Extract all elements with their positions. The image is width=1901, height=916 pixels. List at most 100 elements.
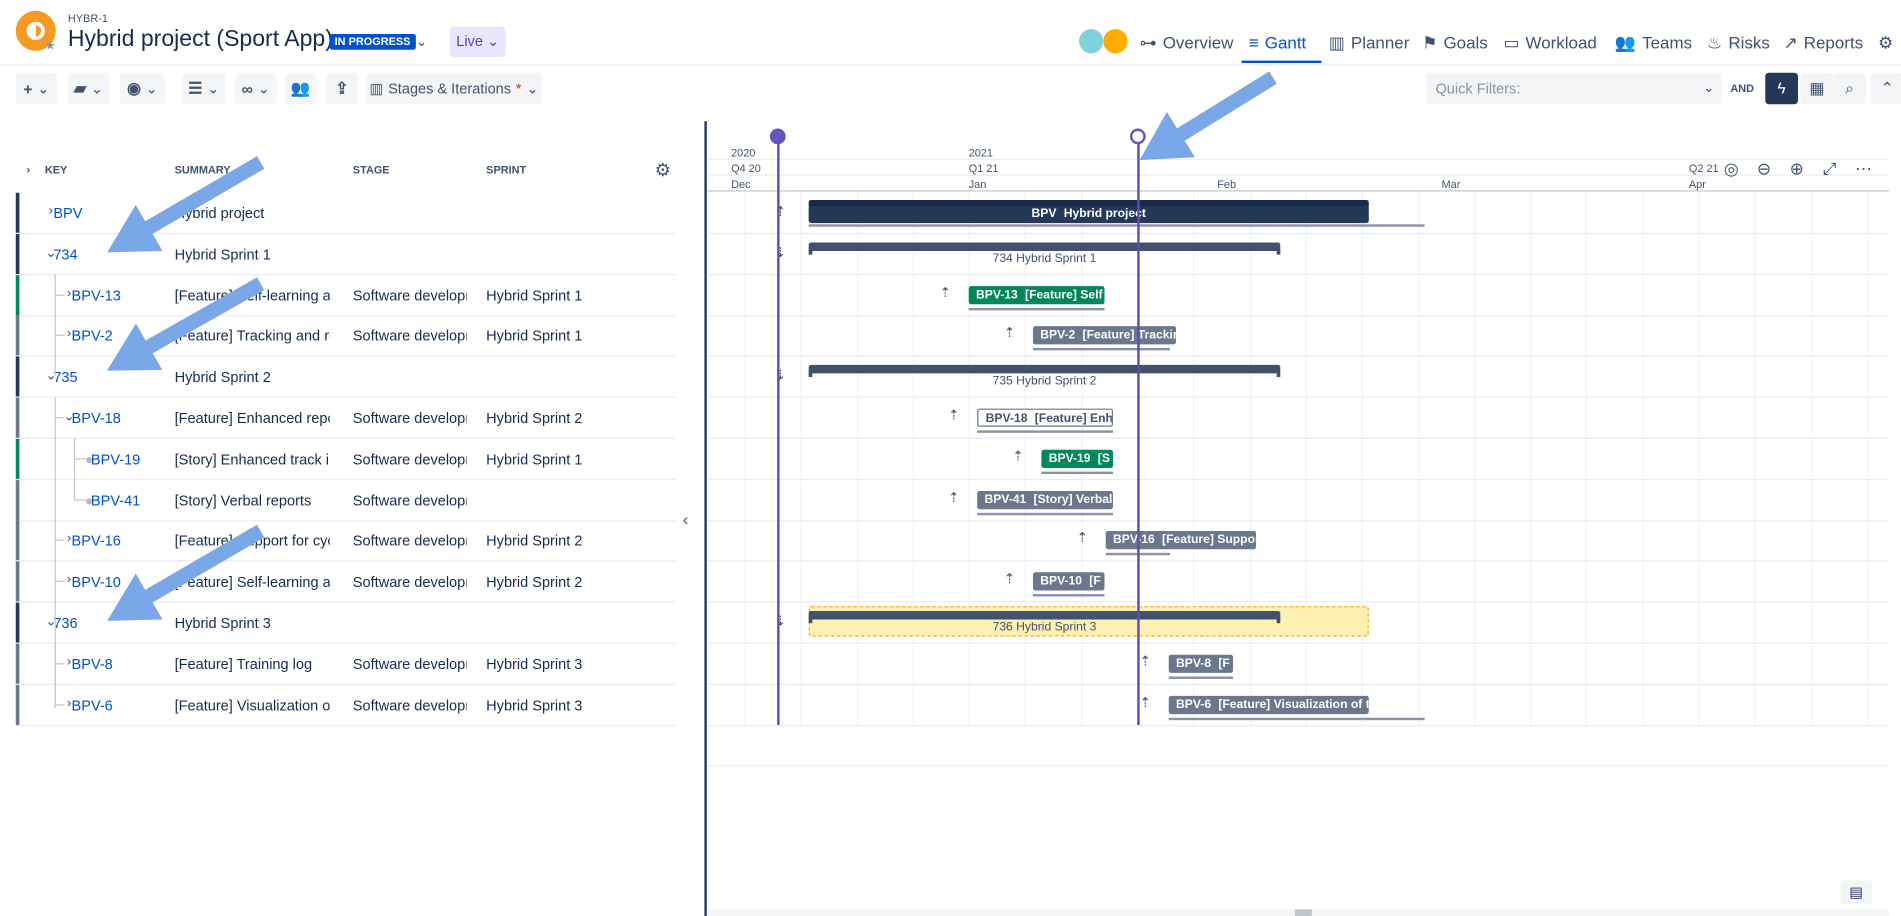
issue-key[interactable]: BPV-16 <box>71 532 121 550</box>
issue-key[interactable]: BPV <box>53 204 83 222</box>
sprint-collapse-icon[interactable]: ⇣ <box>774 245 786 261</box>
chevron-down-icon[interactable]: ⌄ <box>45 245 57 261</box>
issue-key[interactable]: BPV-2 <box>71 327 113 345</box>
chevron-right-icon[interactable]: › <box>66 572 72 588</box>
folder-button[interactable]: ▰⌄ <box>67 72 110 105</box>
upload-icon[interactable]: ⇡ <box>948 490 960 506</box>
expand-all-icon[interactable]: › <box>26 163 31 176</box>
table-row[interactable]: ›BPV-13[Feature] Self-learning algSoftwa… <box>15 274 676 316</box>
upload-icon[interactable]: ⇡ <box>1003 572 1016 588</box>
chevron-right-icon[interactable]: › <box>66 531 72 547</box>
milestone-marker[interactable] <box>1129 128 1146 145</box>
chevron-down-icon[interactable]: ⌄ <box>63 409 75 425</box>
chevron-right-icon[interactable]: › <box>66 285 72 301</box>
issue-key[interactable]: BPV-18 <box>71 409 121 427</box>
zoom-out-icon[interactable]: ⊖ <box>1756 158 1772 179</box>
nav-overview[interactable]: ⊶Overview <box>1140 27 1234 59</box>
chevron-down-icon[interactable]: ⌄ <box>45 614 57 630</box>
upload-icon[interactable]: ⇡ <box>1076 531 1088 547</box>
nav-gantt[interactable]: ≡Gantt <box>1249 27 1306 59</box>
chevron-left-icon[interactable]: ‹ <box>682 509 689 529</box>
gantt-bar[interactable]: BPV-8[F <box>1168 654 1234 673</box>
chevron-right-icon[interactable]: › <box>66 695 72 710</box>
gear-icon[interactable]: ⚙ <box>1878 32 1894 52</box>
avatar[interactable] <box>1103 29 1128 54</box>
issue-key[interactable]: 736 <box>53 614 78 632</box>
gear-icon[interactable]: ⚙ <box>654 160 672 181</box>
upload-icon[interactable]: ⇡ <box>939 285 951 301</box>
upload-icon[interactable]: ⇡ <box>948 408 960 424</box>
chevron-right-icon[interactable]: › <box>66 654 72 669</box>
nav-workload[interactable]: ▭Workload <box>1503 27 1597 59</box>
sprint-collapse-icon[interactable]: ⇣ <box>774 614 786 630</box>
upload-icon[interactable]: ⇡ <box>1139 695 1151 710</box>
gantt-bar[interactable]: BPV-19[S <box>1041 449 1113 468</box>
column-sprint[interactable]: SPRINT <box>486 163 527 176</box>
gantt-bar[interactable]: BPV-16[Feature] Suppor <box>1105 531 1257 550</box>
scrollbar-thumb[interactable] <box>1294 909 1312 916</box>
upload-icon[interactable]: ⇡ <box>1003 326 1016 342</box>
sprint-bar[interactable] <box>808 365 1281 378</box>
sprint-bar[interactable] <box>808 242 1281 255</box>
issue-key[interactable]: BPV-6 <box>71 696 113 714</box>
and-toggle[interactable]: AND <box>1730 82 1755 95</box>
upload-icon[interactable]: ⇡ <box>774 204 786 220</box>
today-marker[interactable] <box>769 128 786 145</box>
stages-iterations-button[interactable]: ▥Stages & Iterations*⌄ <box>366 72 542 105</box>
chevron-down-icon[interactable]: ⌄ <box>45 368 57 384</box>
issue-key[interactable]: 734 <box>53 245 78 263</box>
quick-filters-select[interactable]: Quick Filters:⌄ <box>1425 72 1722 105</box>
column-summary[interactable]: SUMMARY <box>174 163 231 176</box>
columns-button[interactable]: ☰⌄ <box>181 72 226 105</box>
gantt-bar[interactable]: BPV-13[Feature] Self <box>968 285 1105 304</box>
gantt-bar[interactable]: BPV-18[Feature] Enh <box>977 408 1113 427</box>
target-icon[interactable]: ◎ <box>1723 158 1739 179</box>
gantt-bar[interactable]: BPV-2[Feature] Trackir <box>1032 326 1177 345</box>
issue-key[interactable]: BPV-8 <box>71 655 113 673</box>
gantt-bar[interactable]: BPV-10[F <box>1032 572 1105 591</box>
chevron-up-icon[interactable]: ⌃ <box>1870 72 1901 105</box>
star-icon[interactable]: ★ <box>44 40 56 54</box>
nav-risks[interactable]: ♨Risks <box>1707 27 1770 59</box>
upload-icon[interactable]: ⇡ <box>1139 654 1151 669</box>
issue-key[interactable]: BPV-41 <box>90 491 141 509</box>
issue-key[interactable]: 735 <box>53 368 78 386</box>
issue-key[interactable]: BPV-13 <box>71 286 121 304</box>
chevron-down-icon[interactable]: ⌄ <box>415 35 428 50</box>
lightning-icon[interactable]: ϟ <box>1765 72 1798 105</box>
issue-key[interactable]: BPV-10 <box>71 573 121 591</box>
table-row[interactable]: ›BPV-16[Feature] Support for cyclSoftwar… <box>15 520 676 562</box>
export-button[interactable]: ⇪ <box>326 72 358 105</box>
issue-key[interactable]: BPV-19 <box>90 450 141 468</box>
column-key[interactable]: KEY <box>44 163 68 176</box>
zoom-in-icon[interactable]: ⊕ <box>1789 158 1804 179</box>
sprint-collapse-icon[interactable]: ⇣ <box>774 368 786 384</box>
upload-icon[interactable]: ⇡ <box>1012 449 1024 465</box>
nav-teams[interactable]: 👥Teams <box>1615 27 1692 59</box>
gantt-bar[interactable]: BPV-6[Feature] Visualization of tr <box>1168 695 1369 714</box>
project-logo[interactable] <box>15 10 56 51</box>
add-button[interactable]: +⌄ <box>15 72 57 105</box>
search-icon[interactable]: ⌕ <box>1833 72 1866 105</box>
project-title[interactable]: Hybrid project (Sport App) <box>67 26 333 53</box>
panel-splitter[interactable] <box>704 121 707 916</box>
live-dropdown[interactable]: Live ⌄ <box>449 26 506 57</box>
nav-goals[interactable]: ⚑Goals <box>1422 27 1488 59</box>
map-icon[interactable]: ▤ <box>1840 880 1872 905</box>
chevron-right-icon[interactable]: › <box>48 203 54 219</box>
gantt-bar[interactable]: BPV-41[Story] Verbal <box>977 490 1113 509</box>
expand-icon[interactable]: ⤢ <box>1822 158 1837 179</box>
calendar-icon[interactable]: ▦ <box>1800 72 1834 105</box>
